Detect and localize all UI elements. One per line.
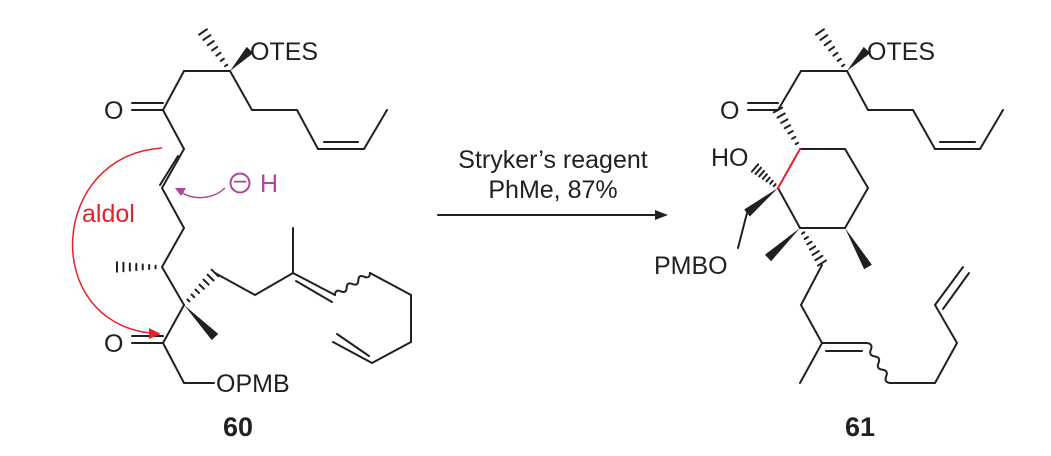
solvent-yield-text: PhMe, 87%	[488, 176, 617, 204]
hashed-bond	[832, 51, 839, 57]
hashed-bond	[202, 34, 212, 41]
hashed-bond	[828, 45, 836, 52]
hashed-bond	[758, 169, 765, 178]
hydride-arrow	[180, 187, 226, 199]
hashed-bond	[219, 57, 225, 62]
hashed-bond	[787, 130, 794, 135]
hashed-bond	[206, 40, 215, 47]
bond	[332, 272, 412, 365]
reactant-otes-label: OTES	[250, 38, 318, 66]
bond	[846, 70, 1004, 150]
reagent-text: Stryker’s reagent	[458, 146, 647, 174]
reactant-ketone-o: O	[104, 97, 123, 125]
wedge-bond	[764, 228, 800, 262]
aldol-arrow	[72, 147, 163, 334]
wedge-bond	[847, 46, 871, 71]
wedge-bond	[230, 46, 254, 71]
wedge-bond	[845, 228, 872, 270]
hashed-bond	[791, 135, 797, 140]
bond	[229, 70, 388, 150]
hashed-bond	[761, 173, 768, 180]
hashed-bond	[814, 254, 824, 262]
negative-charge-icon	[229, 172, 251, 194]
hashed-bond	[206, 273, 215, 282]
hashed-bond	[772, 183, 777, 188]
bond	[942, 272, 970, 310]
bond	[799, 264, 824, 384]
aldol-arrowhead	[149, 328, 161, 339]
bond	[295, 280, 333, 303]
wedge-bond	[744, 188, 778, 217]
bond	[214, 271, 336, 297]
hashed-bond	[811, 250, 820, 256]
hashed-bond	[215, 51, 222, 57]
product-otes-label: OTES	[867, 38, 935, 66]
reactant-opmb-label: OPMB	[216, 370, 290, 398]
bond	[889, 266, 964, 384]
charge-sign: −	[233, 168, 248, 196]
hashed-bond	[794, 141, 800, 146]
hashed-bond	[754, 166, 763, 176]
reaction-arrow	[437, 210, 668, 220]
bond	[162, 70, 185, 111]
product-ho-label: HO	[711, 144, 749, 172]
compound-60-label: 60	[223, 412, 253, 442]
aldol-label: aldol	[82, 200, 135, 228]
bond	[159, 155, 179, 186]
hashed-bond	[198, 28, 208, 36]
hashed-bond	[202, 278, 210, 286]
hashed-bond	[211, 45, 219, 52]
reactant-ketone2-o: O	[104, 330, 123, 358]
hashed-bond	[783, 124, 792, 130]
bond	[737, 212, 748, 249]
bond	[777, 70, 802, 111]
hashed-bond	[224, 63, 229, 68]
hashed-bond	[750, 163, 760, 173]
hashed-bond	[803, 235, 809, 241]
bond-lines	[72, 28, 1004, 384]
hashed-bond	[823, 40, 832, 47]
hashed-bond	[772, 106, 784, 114]
bond	[336, 333, 370, 357]
bond	[777, 148, 870, 229]
hashed-bond	[841, 63, 846, 68]
hashed-bond	[190, 293, 196, 299]
hashed-bond	[808, 245, 817, 251]
hashed-bond	[194, 288, 201, 295]
hashed-bond	[765, 176, 771, 183]
new-cc-bond	[777, 148, 801, 189]
hashed-bond	[816, 259, 828, 267]
hashed-bond	[198, 283, 205, 290]
hashed-bond	[815, 28, 825, 36]
hydride-anion: − H	[229, 168, 278, 198]
wedge-bond	[184, 305, 219, 341]
hashed-bond	[780, 118, 789, 124]
product-pmbo-label: PMBO	[654, 252, 728, 280]
bond	[161, 304, 215, 384]
hashed-bond	[769, 179, 774, 185]
hashed-bond	[836, 57, 842, 62]
hashed-bond	[186, 298, 191, 303]
hashed-bond	[806, 240, 813, 246]
wavy-bond	[866, 342, 891, 384]
bond	[160, 109, 186, 306]
hashed-bond	[800, 231, 806, 235]
hashed-bond	[819, 34, 829, 41]
hydride-h: H	[260, 170, 278, 198]
product-ketone-o: O	[720, 97, 739, 125]
wavy-bond	[334, 272, 371, 296]
compound-61-label: 61	[845, 412, 875, 442]
hydride-arrowhead	[175, 188, 186, 196]
hashed-bond	[776, 112, 786, 119]
